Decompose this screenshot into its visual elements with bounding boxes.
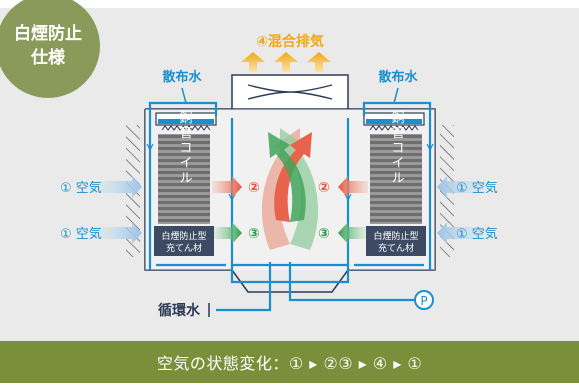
air-in-upper-right-label: ① 空気 (456, 180, 498, 196)
state-change-text: 空気の状態変化：① ▸ ②③ ▸ ④ ▸ ① (156, 354, 423, 373)
right-copper-coil (370, 134, 422, 224)
state-change-footer: 空気の状態変化：① ▸ ②③ ▸ ④ ▸ ① (0, 341, 579, 383)
left-copper-coil (158, 134, 210, 224)
badge-line-2: 仕様 (31, 48, 65, 68)
right-coil-label: 銅管コイル (389, 111, 405, 186)
incoming-air-arrows (90, 176, 489, 244)
cool-air-arrows (214, 222, 366, 244)
right-fill-material (366, 226, 426, 256)
marker-2-right: ② (318, 180, 330, 196)
hot-air-arrows (212, 176, 368, 198)
right-fill-label-2: 充てん材 (378, 242, 414, 254)
flow-arrows (146, 143, 434, 201)
marker-2-left: ② (248, 180, 260, 196)
tower-outline (144, 108, 436, 293)
fan-icon (247, 84, 333, 100)
mixing-air-arrows (261, 128, 319, 250)
mixed-exhaust-label: ④混合排気 (256, 33, 324, 50)
badge-line-1: 白煙防止 (14, 24, 82, 44)
exhaust-arrows (241, 52, 331, 72)
left-fill-label-2: 充てん材 (166, 242, 202, 254)
air-in-lower-right-label: ① 空気 (456, 226, 498, 242)
spray-water-left-label: 散布水 (162, 69, 202, 85)
pump-icon (414, 290, 434, 310)
left-fill-material (154, 226, 214, 256)
right-fill-label-1: 白煙防止型 (373, 230, 418, 242)
spray-nozzles (161, 125, 419, 131)
pump-label: P (420, 294, 427, 308)
white-smoke-prevention-badge: 白煙防止 仕様 (0, 0, 100, 98)
spray-water-right-label: 散布水 (378, 69, 418, 85)
marker-3-left: ③ (248, 226, 260, 242)
marker-3-right: ③ (318, 226, 330, 242)
left-fill-label-1: 白煙防止型 (161, 230, 206, 242)
circulating-water-label: 循環水 (158, 302, 201, 319)
air-in-lower-left-label: ① 空気 (60, 226, 102, 242)
air-in-upper-left-label: ① 空気 (60, 180, 102, 196)
left-coil-label: 銅管コイル (177, 111, 193, 186)
